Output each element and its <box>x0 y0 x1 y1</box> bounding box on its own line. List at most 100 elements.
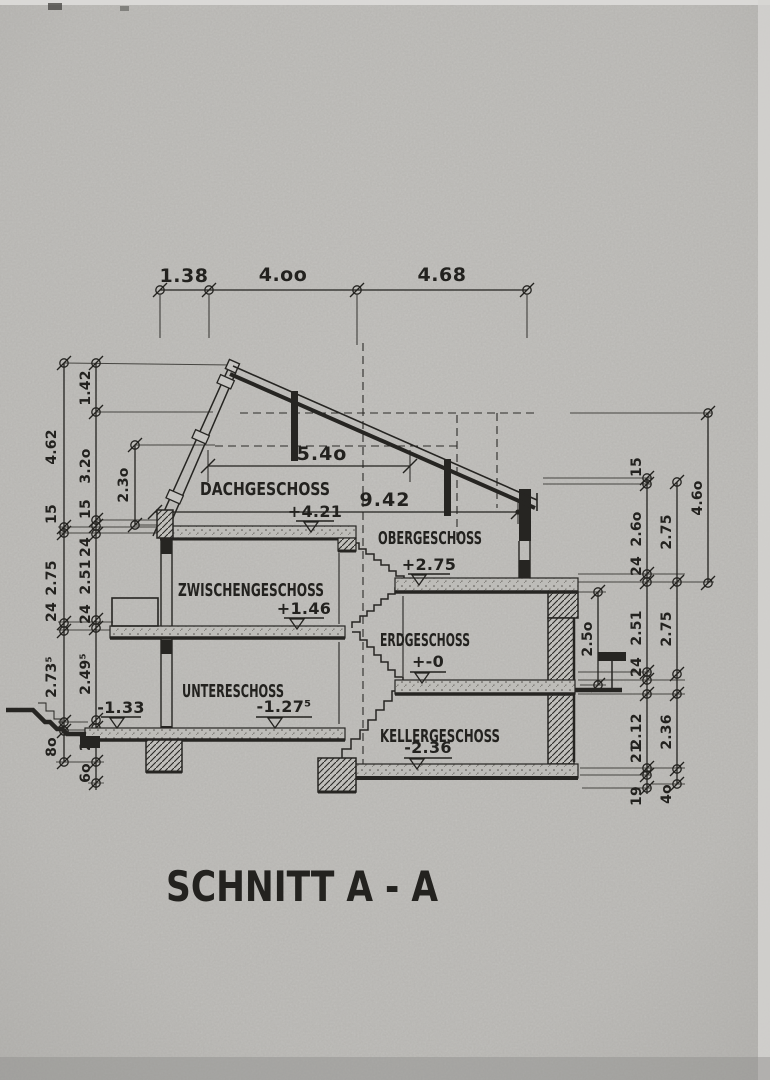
rafter-top <box>232 365 538 501</box>
level-mark-ug-left: -1.33 <box>97 698 145 730</box>
dim-left-inner-6: 24 <box>78 604 94 624</box>
dim-left-inner-2: 3.2o <box>78 448 94 483</box>
dim-terrain-label: 2.5o <box>580 621 596 656</box>
level-mark-og: +2.75 <box>402 555 456 587</box>
dim-left-outer-4: 24 <box>44 602 60 622</box>
dim-right2-1: 2.75 <box>659 514 675 549</box>
scan-speck <box>120 6 129 11</box>
dim-right2-2: 2.75 <box>659 611 675 646</box>
dim-left-inner-4: 24 <box>78 537 94 557</box>
slab-dachgeschoss <box>159 525 357 539</box>
stair-flight-dg-og <box>351 542 405 582</box>
dim-left-outer-5: 2.73⁵ <box>44 656 60 698</box>
dim-upper-width-label: 9.42 <box>360 489 411 511</box>
room-label-zwischengeschoss: ZWISCHENGESCHOSS <box>178 580 324 601</box>
dim-attic-width-label: 5.4o <box>297 443 348 465</box>
rafter-body <box>229 372 536 510</box>
dim-right-terrain: 2.5o <box>580 584 606 693</box>
level-zg-text: +1.46 <box>277 599 331 618</box>
dashed-reference-lines <box>215 343 536 768</box>
roof-purlin <box>165 488 185 505</box>
footing-middle <box>317 757 357 793</box>
stair-flight-og-zg <box>351 587 402 628</box>
dim-left-inner-5: 2.51 <box>78 559 94 594</box>
level-mark-eg: +-0 <box>410 652 446 685</box>
level-ug-left-text: -1.33 <box>97 698 145 717</box>
roof <box>152 358 538 542</box>
staircase <box>338 542 405 758</box>
roof-purlin <box>191 428 211 445</box>
attic-post <box>444 459 451 516</box>
right-wall-bracket <box>547 591 579 619</box>
room-labels: DACHGESCHOSS OBERGESCHOSS ZWISCHENGESCHO… <box>178 479 500 747</box>
canopy-right <box>598 652 626 661</box>
room-label-erdgeschoss: ERDGESCHOSS <box>380 630 470 651</box>
dim-left-inner-9: 6o <box>78 763 94 783</box>
dim-right1-6: 2.12 <box>629 713 645 748</box>
dim-right1-3: 24 <box>629 556 645 576</box>
dim-top-3: 4.68 <box>418 264 467 286</box>
dim-right2-3: 2.36 <box>659 714 675 749</box>
roof-purlin <box>216 373 236 390</box>
room-label-kellergeschoss: KELLERGESCHOSS <box>380 726 500 747</box>
level-mark-ug-right: -1.27⁵ <box>256 697 312 730</box>
scan-edge-right <box>758 0 770 1080</box>
dim-right3-1: 4.6o <box>690 480 706 515</box>
dim-right1-7: 21 <box>629 743 645 763</box>
dim-right1-5: 24 <box>629 657 645 677</box>
level-ug-right-text: -1.27⁵ <box>257 697 312 716</box>
dim-left-outer-2: 15 <box>44 504 60 524</box>
scan-edge-bottom <box>0 1057 770 1080</box>
dim-right1-4: 2.51 <box>629 610 645 645</box>
slab-untergeschoss <box>84 727 346 741</box>
dim-right1-1: 15 <box>629 457 645 477</box>
dim-top-2: 4.oo <box>259 264 308 286</box>
stair-flight-zg-eg <box>352 631 404 684</box>
room-label-obergeschoss: OBERGESCHOSS <box>378 528 482 549</box>
dim-attic-knee-label: 2.3o <box>116 467 132 502</box>
dim-attic-width: 5.4o <box>200 443 418 482</box>
dim-left-outer-6: 8o <box>44 737 60 757</box>
right-dimension-chain-3: 4.6o <box>690 405 716 591</box>
scan-edge-top <box>0 0 770 5</box>
level-eg-text: +-0 <box>412 652 444 671</box>
building-section <box>6 358 626 794</box>
slab-zwischengeschoss <box>109 625 346 639</box>
dim-right2-4: 4o <box>659 784 675 804</box>
level-kg-text: -2.36 <box>404 738 452 757</box>
level-dg-text: +4.21 <box>288 502 342 521</box>
scan-speck <box>48 3 62 10</box>
top-dimension-chain: 1.38 4.oo 4.68 <box>152 264 535 345</box>
dim-left-inner-7: 2.49⁵ <box>78 653 94 695</box>
level-og-text: +2.75 <box>402 555 456 574</box>
room-label-untergeschoss: UNTERESCHOSS <box>182 681 284 702</box>
dim-left-inner-3: 15 <box>78 499 94 519</box>
room-label-dachgeschoss: DACHGESCHOSS <box>200 479 330 500</box>
balcony-parapet <box>111 597 159 627</box>
right-dimension-chain-2: 2.75 2.75 2.36 4o <box>659 474 685 804</box>
dimension-extension-lines <box>56 362 714 789</box>
dim-right1-8: 19 <box>629 786 645 806</box>
drawing-title: SCHNITT A - A <box>166 862 438 911</box>
floor-slabs <box>80 525 579 794</box>
slab-kellergeschoss <box>334 763 579 779</box>
footing-left <box>145 739 183 773</box>
level-mark-zg: +1.46 <box>277 599 331 631</box>
dim-left-inner-1: 1.42 <box>78 370 94 405</box>
terrain-left <box>6 707 86 737</box>
stair-flight-eg-kg <box>341 690 400 758</box>
right-dimension-chain-1: 15 2.6o 24 2.51 24 2.12 21 19 <box>629 457 655 806</box>
attic-post <box>291 391 298 461</box>
dim-top-1: 1.38 <box>160 265 209 287</box>
eave-left-block <box>156 509 174 539</box>
dim-left-outer-1: 4.62 <box>44 429 60 464</box>
dim-left-outer-3: 2.75 <box>44 560 60 595</box>
dim-right1-2: 2.6o <box>629 511 645 546</box>
level-mark-kg: -2.36 <box>404 738 452 771</box>
level-marks: +4.21 +2.75 +1.46 +-0 -1.33 -1.27⁵ <box>97 502 456 771</box>
dim-attic-knee: 2.3o <box>116 437 143 533</box>
level-mark-dg: +4.21 <box>288 502 342 534</box>
left-dimension-chain-outer: 4.62 15 2.75 24 2.73⁵ 8o <box>44 355 72 770</box>
